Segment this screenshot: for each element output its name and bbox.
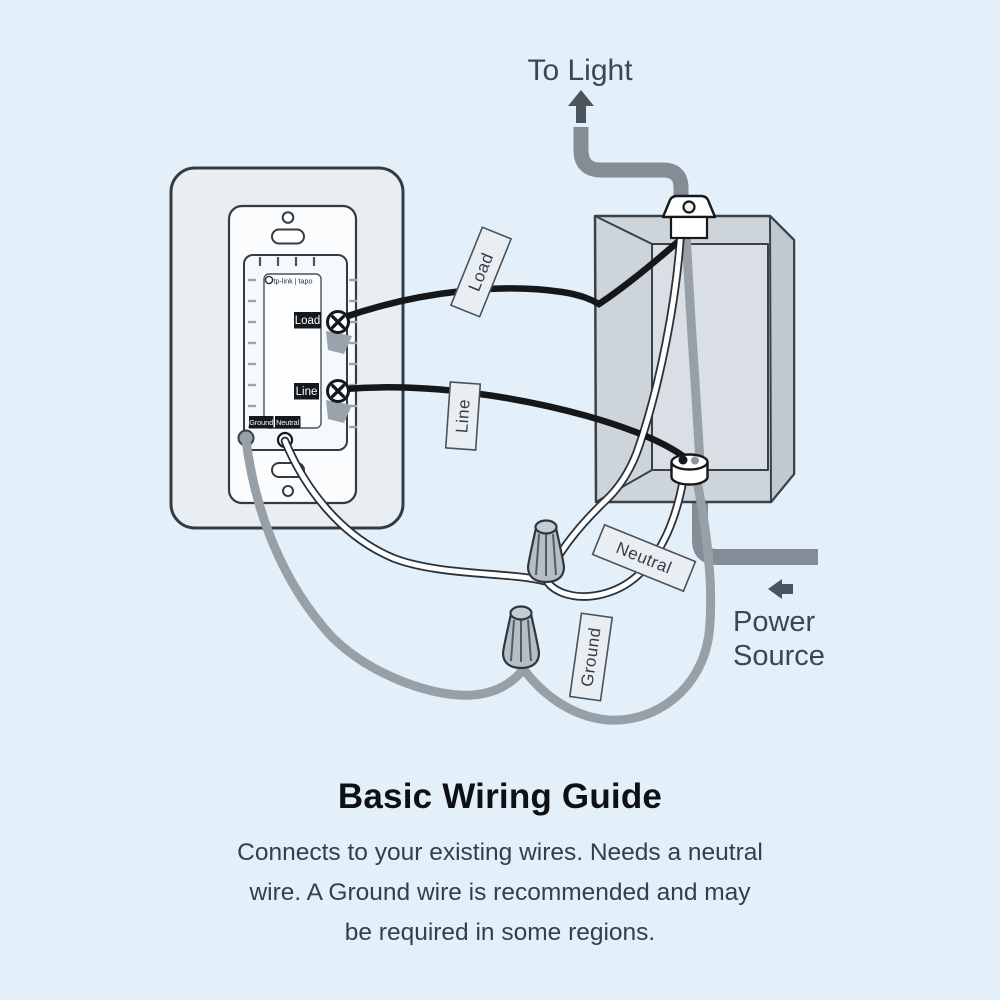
tag-bg [444, 381, 482, 451]
description-line-3: be required in some regions. [344, 919, 656, 946]
conduit-to-light [573, 127, 689, 203]
neutral-terminal-label: Neutral [276, 418, 300, 427]
box-back-wall [651, 243, 769, 471]
load-terminal-label-bg [294, 312, 321, 329]
to-light-label: To Light [527, 54, 633, 87]
ground-wire-from-power [520, 476, 716, 725]
tag-bg [591, 523, 697, 593]
ground-wire-from-switch [241, 435, 527, 700]
power-source-label-line1: Power [733, 606, 816, 638]
load-wire [341, 236, 684, 321]
screw-shadow-line [326, 400, 352, 423]
box-edge-top-left [594, 215, 653, 245]
up-arrow-icon [568, 90, 594, 123]
description-line-2: wire. A Ground wire is recommended and m… [249, 879, 751, 906]
load-screw [326, 310, 350, 334]
tplink-logo-icon [264, 275, 274, 285]
wire-nut-neutral [526, 519, 566, 584]
clamp-body [669, 215, 709, 240]
line-screw [326, 379, 350, 403]
description-line-1: Connects to your existing wires. Needs a… [237, 839, 763, 866]
tag-bg [449, 226, 513, 318]
cable-connector-bottom [670, 453, 709, 486]
tag-text: Line [452, 398, 473, 433]
cable-clamp-top [661, 194, 717, 240]
footer: Basic Wiring Guide Connects to your exis… [0, 777, 1000, 953]
ground-wire-tag: Ground [568, 612, 614, 702]
vent-ticks-top [258, 257, 316, 266]
left-arrow-icon [768, 579, 793, 599]
ground-terminal-label: Ground [249, 418, 273, 427]
wire-nut-ribs [535, 533, 557, 576]
neutral-wire-from-power [543, 478, 686, 599]
page-title: Basic Wiring Guide [337, 777, 663, 816]
brand-logo-text: tp-link | tapo [273, 277, 312, 286]
line-terminal-label: Line [296, 386, 318, 398]
gray-wire-end [691, 456, 699, 465]
line-wire [341, 384, 692, 464]
tag-bg [568, 612, 614, 702]
ground-wire-in-box [681, 225, 705, 469]
wire-nut-ribs [510, 619, 532, 662]
power-source-label-line2: Source [733, 640, 825, 672]
ground-terminal-label-bg [249, 416, 274, 429]
line-terminal-label-bg [294, 383, 319, 400]
box-right-wall [769, 215, 795, 503]
connector-opening [670, 453, 709, 471]
switch-inner-panel [263, 273, 322, 429]
mounting-slot-top [271, 228, 305, 245]
wire-nut-ground [501, 605, 541, 670]
neutral-wire-from-switch [282, 438, 547, 584]
description: Connects to your existing wires. Needs a… [0, 833, 1000, 953]
load-wire-tag: Load [449, 226, 513, 318]
wire-nut-cap [509, 605, 533, 621]
screw-shadow-load [326, 331, 352, 354]
wire-nut-cap [534, 519, 558, 535]
line-wire-tag: Line [444, 381, 482, 451]
clamp-screw-hole [682, 200, 696, 214]
black-wire-end [678, 455, 688, 465]
neutral-wire-from-light [544, 225, 684, 580]
neutral-terminal-label-bg [275, 416, 301, 429]
neutral-wire-tag: Neutral [591, 523, 697, 593]
smart-switch-module: tp-link | tapo Load Line Ground Neutral [237, 254, 357, 451]
plate-screw-hole-top [281, 211, 295, 224]
plate-screw-hole-bottom [282, 485, 294, 497]
load-terminal-label: Load [295, 315, 321, 327]
